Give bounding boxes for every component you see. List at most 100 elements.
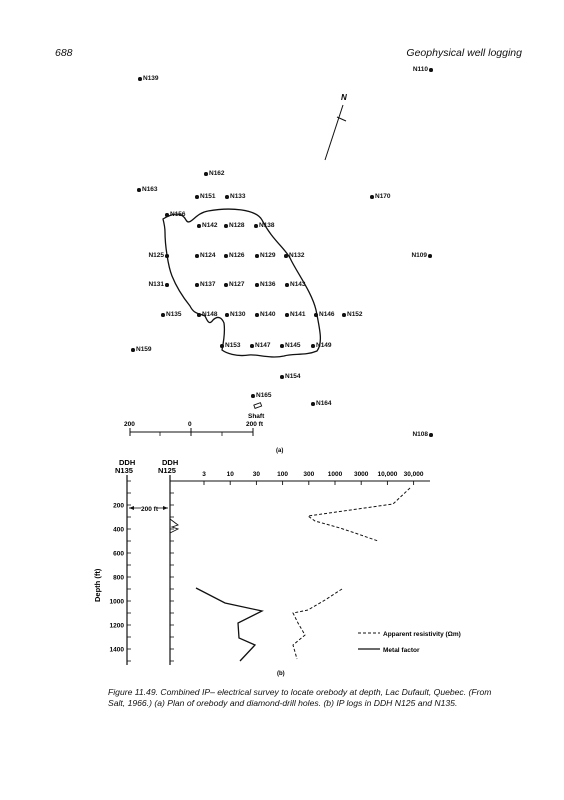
- x-tick-label: 30: [253, 471, 261, 478]
- drill-hole-label: N151: [200, 192, 216, 200]
- drill-hole-dot: [195, 283, 199, 287]
- drill-hole-dot: [251, 394, 255, 398]
- drill-hole-dot: [342, 313, 346, 317]
- drill-hole-label: N132: [289, 251, 305, 259]
- drill-hole-label: N162: [209, 169, 225, 177]
- drill-hole-label: N125: [148, 251, 164, 259]
- ddh-left-line2: N135: [115, 466, 133, 475]
- drill-hole-label: N110: [412, 65, 428, 73]
- drill-hole-dot: [284, 254, 288, 258]
- panel-label-b: (b): [277, 671, 285, 677]
- drill-hole-label: N148: [202, 310, 218, 318]
- drill-hole-dot: [255, 283, 259, 287]
- metal-factor-curve: [195, 587, 264, 662]
- drill-hole-dot: [161, 313, 165, 317]
- drill-hole-dot: [224, 283, 228, 287]
- drill-hole-label: N147: [255, 341, 271, 349]
- resistivity-curve-lower: [292, 588, 343, 660]
- drill-hole-dot: [429, 68, 433, 72]
- drill-hole-dot: [255, 313, 259, 317]
- drill-hole-dot: [255, 254, 259, 258]
- drill-hole-label: N142: [202, 221, 218, 229]
- resistivity-curve-upper: [306, 487, 411, 542]
- drill-hole-label: N139: [143, 74, 159, 82]
- drill-hole-label: N146: [319, 310, 335, 318]
- drill-hole-label: N138: [259, 221, 275, 229]
- ddh-left-line1: DDH: [119, 458, 135, 467]
- drill-hole-dot: [225, 195, 229, 199]
- drill-hole-dot: [165, 213, 169, 217]
- drill-hole-label: N164: [316, 399, 332, 407]
- drill-hole-dot: [138, 77, 142, 81]
- drill-hole-dot: [225, 313, 229, 317]
- drill-hole-dot: [224, 224, 228, 228]
- drill-hole-dot: [311, 402, 315, 406]
- drill-hole-dot: [254, 224, 258, 228]
- drill-hole-label: N133: [230, 192, 246, 200]
- drill-hole-dot: [131, 348, 135, 352]
- drill-hole-dot: [137, 188, 141, 192]
- scale-bar: 200 0 200 ft: [124, 421, 264, 436]
- shaft-icon: [253, 402, 263, 409]
- drill-hole-label: N141: [290, 310, 306, 318]
- drill-hole-dot: [285, 283, 289, 287]
- drill-hole-dot: [197, 224, 201, 228]
- x-tick-label: 3000: [354, 471, 369, 478]
- x-tick-label: 1000: [328, 471, 343, 478]
- drill-hole-label: N126: [229, 251, 245, 259]
- north-label: N: [341, 93, 347, 102]
- drill-hole-label: N170: [375, 192, 391, 200]
- drill-hole-label: N143: [290, 280, 306, 288]
- drill-hole-dot: [197, 313, 201, 317]
- drill-hole-label: N136: [260, 280, 276, 288]
- scale-label-200-left: 200: [124, 421, 135, 428]
- orebody-outline: [162, 208, 322, 358]
- drill-hole-label: N128: [229, 221, 245, 229]
- shaft-label: Shaft: [248, 413, 265, 420]
- drill-hole-dot: [220, 344, 224, 348]
- y-tick-label: 400: [113, 527, 124, 534]
- drill-hole-dot: [204, 172, 208, 176]
- drill-hole-label: N145: [285, 341, 301, 349]
- drill-hole-dot: [285, 313, 289, 317]
- drill-hole-label: N140: [260, 310, 276, 318]
- spacing-marker: 200 ft: [129, 506, 168, 513]
- page-number: 688: [55, 47, 73, 59]
- y-tick-label: 600: [113, 551, 124, 558]
- legend-metal-factor-label: Metal factor: [383, 647, 420, 654]
- n125-log-kick: [169, 518, 180, 534]
- north-arrow: N: [324, 93, 347, 161]
- drill-hole-dot: [428, 254, 432, 258]
- drill-hole-dot: [195, 254, 199, 258]
- y-tick-label: 1000: [110, 599, 125, 606]
- drill-hole-dot: [311, 344, 315, 348]
- drill-hole-label: N124: [200, 251, 216, 259]
- running-title: Geophysical well logging: [406, 47, 522, 59]
- y-tick-label: 200: [113, 503, 124, 510]
- x-tick-label: 10,000: [377, 471, 397, 478]
- drill-hole-dot: [280, 344, 284, 348]
- x-tick-label: 300: [303, 471, 314, 478]
- legend-resistivity-label: Apparent resistivity (Ωm): [383, 631, 461, 638]
- drill-hole-label: N163: [142, 185, 158, 193]
- drill-hole-dot: [195, 195, 199, 199]
- legend: Apparent resistivity (Ωm) Metal factor: [358, 631, 461, 654]
- scale-label-0: 0: [188, 421, 192, 428]
- drill-hole-label: N154: [285, 372, 301, 380]
- x-tick-label: 100: [277, 471, 288, 478]
- drill-hole-dot: [370, 195, 374, 199]
- x-tick-label: 3: [202, 471, 206, 478]
- ddh-right-line1: DDH: [162, 458, 178, 467]
- drill-hole-label: N159: [136, 345, 152, 353]
- x-tick-label: 10: [227, 471, 235, 478]
- drill-hole-label: N130: [230, 310, 246, 318]
- drill-hole-dot: [429, 433, 433, 437]
- drill-hole-dot: [224, 254, 228, 258]
- drill-hole-label: N137: [200, 280, 216, 288]
- figure-caption: Figure 11.49. Combined IP– electrical su…: [108, 687, 492, 708]
- y-tick-label: 1200: [110, 623, 125, 630]
- drill-hole-label: N127: [229, 280, 245, 288]
- drill-hole-label: N153: [225, 341, 241, 349]
